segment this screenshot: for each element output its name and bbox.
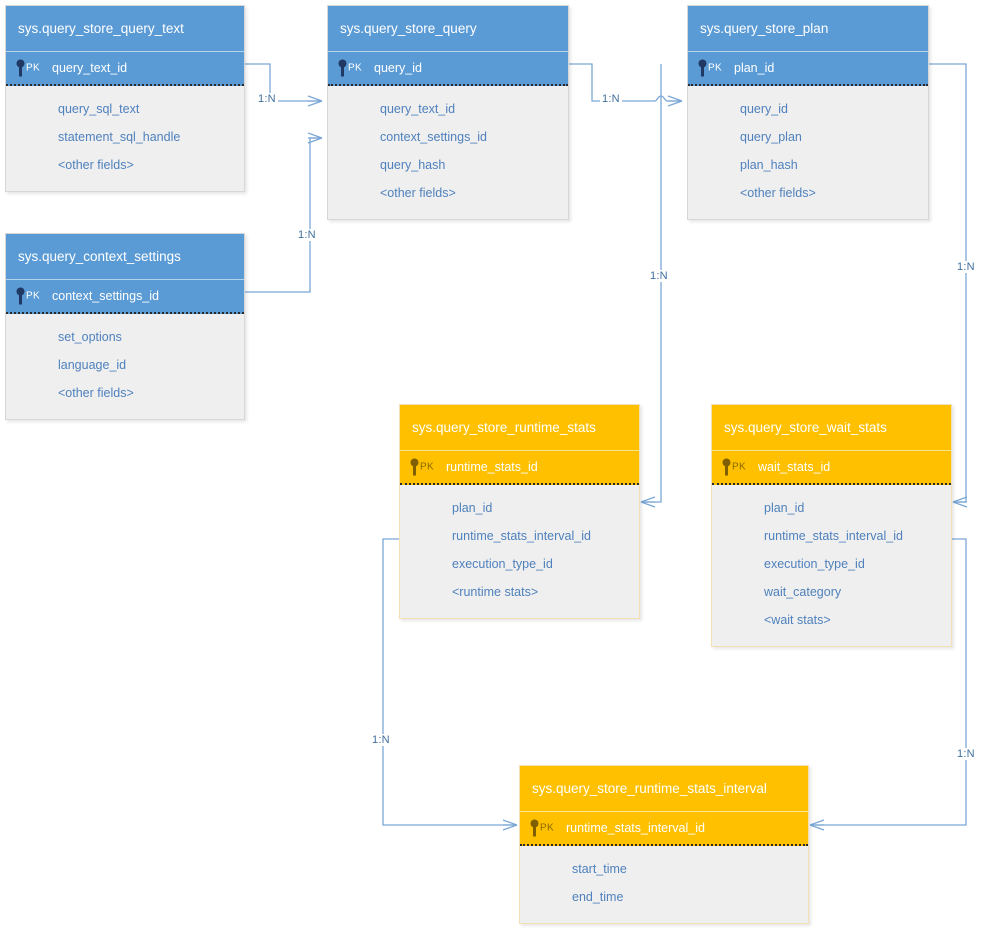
- entity-query-store-query[interactable]: sys.query_store_query PK query_id query_…: [327, 5, 569, 220]
- entity-title: sys.query_context_settings: [6, 234, 244, 279]
- entity-fields: query_id query_plan plan_hash <other fie…: [688, 86, 928, 219]
- entity-fields: set_options language_id <other fields>: [6, 314, 244, 419]
- primary-key-row[interactable]: PK runtime_stats_interval_id: [520, 811, 808, 846]
- cardinality-label-r4: 1:N: [648, 270, 670, 282]
- primary-key-row[interactable]: PK query_id: [328, 51, 568, 86]
- crowsfoot-interval-to-runtime-stats: [502, 819, 518, 831]
- field-row: language_id: [58, 358, 127, 372]
- field-row: start_time: [572, 862, 627, 876]
- key-icon: [722, 458, 731, 476]
- field-row: query_text_id: [380, 102, 456, 116]
- crowsfoot-plan-to-wait-stats: [952, 496, 968, 508]
- field-row: execution_type_id: [764, 557, 865, 571]
- crowsfoot-plan-to-runtime-stats: [640, 496, 656, 508]
- field-row: <other fields>: [58, 386, 134, 400]
- cardinality-label-r7: 1:N: [955, 748, 977, 760]
- entity-query-store-runtime-stats-interval[interactable]: sys.query_store_runtime_stats_interval P…: [519, 765, 809, 924]
- pk-tag: PK: [708, 62, 722, 74]
- field-row: plan_hash: [740, 158, 798, 172]
- entity-query-store-plan[interactable]: sys.query_store_plan PK plan_id query_id…: [687, 5, 929, 220]
- pk-tag: PK: [26, 62, 40, 74]
- field-row: execution_type_id: [452, 557, 553, 571]
- field-row: set_options: [58, 330, 122, 344]
- entity-fields: query_text_id context_settings_id query_…: [328, 86, 568, 219]
- key-icon: [16, 59, 25, 77]
- field-row: context_settings_id: [380, 130, 488, 144]
- field-row: query_hash: [380, 158, 446, 172]
- cardinality-label-r5: 1:N: [955, 261, 977, 273]
- field-row: runtime_stats_interval_id: [764, 529, 903, 543]
- entity-fields: plan_id runtime_stats_interval_id execut…: [400, 485, 639, 618]
- pk-tag: PK: [732, 461, 746, 473]
- field-row: <runtime stats>: [452, 585, 539, 599]
- field-row: <wait stats>: [764, 613, 831, 627]
- pk-tag: PK: [348, 62, 362, 74]
- entity-title: sys.query_store_runtime_stats: [400, 405, 639, 450]
- key-icon: [338, 59, 347, 77]
- entity-fields: start_time end_time: [520, 846, 808, 923]
- entity-fields: plan_id runtime_stats_interval_id execut…: [712, 485, 951, 646]
- key-icon: [410, 458, 419, 476]
- pk-field-name: context_settings_id: [52, 289, 160, 303]
- field-row: statement_sql_handle: [58, 130, 181, 144]
- pk-field-name: plan_id: [734, 61, 775, 75]
- cardinality-label-r3: 1:N: [600, 93, 622, 105]
- pk-tag: PK: [540, 822, 554, 834]
- primary-key-row[interactable]: PK runtime_stats_id: [400, 450, 639, 485]
- field-row: query_id: [740, 102, 788, 116]
- key-icon: [698, 59, 707, 77]
- field-row: runtime_stats_interval_id: [452, 529, 591, 543]
- field-row: <other fields>: [740, 186, 816, 200]
- pk-tag: PK: [26, 290, 40, 302]
- pk-field-name: wait_stats_id: [758, 460, 831, 474]
- entity-title: sys.query_store_query_text: [6, 6, 244, 51]
- crowsfoot-interval-to-wait-stats: [809, 819, 825, 831]
- field-row: end_time: [572, 890, 624, 904]
- key-icon: [16, 287, 25, 305]
- entity-title: sys.query_store_plan: [688, 6, 928, 51]
- cardinality-label-r2: 1:N: [296, 229, 318, 241]
- entity-query-store-query-text[interactable]: sys.query_store_query_text PK query_text…: [5, 5, 245, 192]
- primary-key-row[interactable]: PK query_text_id: [6, 51, 244, 86]
- primary-key-row[interactable]: PK plan_id: [688, 51, 928, 86]
- crowsfoot-query-to-plan: [667, 95, 683, 107]
- connector-plan-to-runtime-stats: [645, 64, 662, 503]
- field-row: query_plan: [740, 130, 802, 144]
- pk-field-name: query_text_id: [52, 61, 128, 75]
- entity-title: sys.query_store_query: [328, 6, 568, 51]
- crowsfoot-context-settings-to-query: [307, 132, 323, 144]
- pk-field-name: query_id: [374, 61, 422, 75]
- key-icon: [530, 819, 539, 837]
- entity-query-store-wait-stats[interactable]: sys.query_store_wait_stats PK wait_stats…: [711, 404, 952, 647]
- entity-fields: query_sql_text statement_sql_handle <oth…: [6, 86, 244, 191]
- field-row: <other fields>: [58, 158, 134, 172]
- cardinality-label-r6: 1:N: [370, 734, 392, 746]
- connector-query-to-plan-b: [654, 95, 682, 102]
- field-row: plan_id: [452, 501, 493, 515]
- field-row: plan_id: [764, 501, 805, 515]
- primary-key-row[interactable]: PK wait_stats_id: [712, 450, 951, 485]
- pk-field-name: runtime_stats_interval_id: [566, 821, 705, 835]
- entity-query-store-runtime-stats[interactable]: sys.query_store_runtime_stats PK runtime…: [399, 404, 640, 619]
- entity-title: sys.query_store_runtime_stats_interval: [520, 766, 808, 811]
- cardinality-label-r1: 1:N: [256, 93, 278, 105]
- crowsfoot-query-text-to-query: [307, 95, 323, 107]
- primary-key-row[interactable]: PK context_settings_id: [6, 279, 244, 314]
- field-row: query_sql_text: [58, 102, 140, 116]
- entity-query-context-settings[interactable]: sys.query_context_settings PK context_se…: [5, 233, 245, 420]
- pk-field-name: runtime_stats_id: [446, 460, 538, 474]
- field-row: wait_category: [764, 585, 842, 599]
- entity-title: sys.query_store_wait_stats: [712, 405, 951, 450]
- field-row: <other fields>: [380, 186, 456, 200]
- connector-context-settings-to-query: [245, 137, 322, 293]
- pk-tag: PK: [420, 461, 434, 473]
